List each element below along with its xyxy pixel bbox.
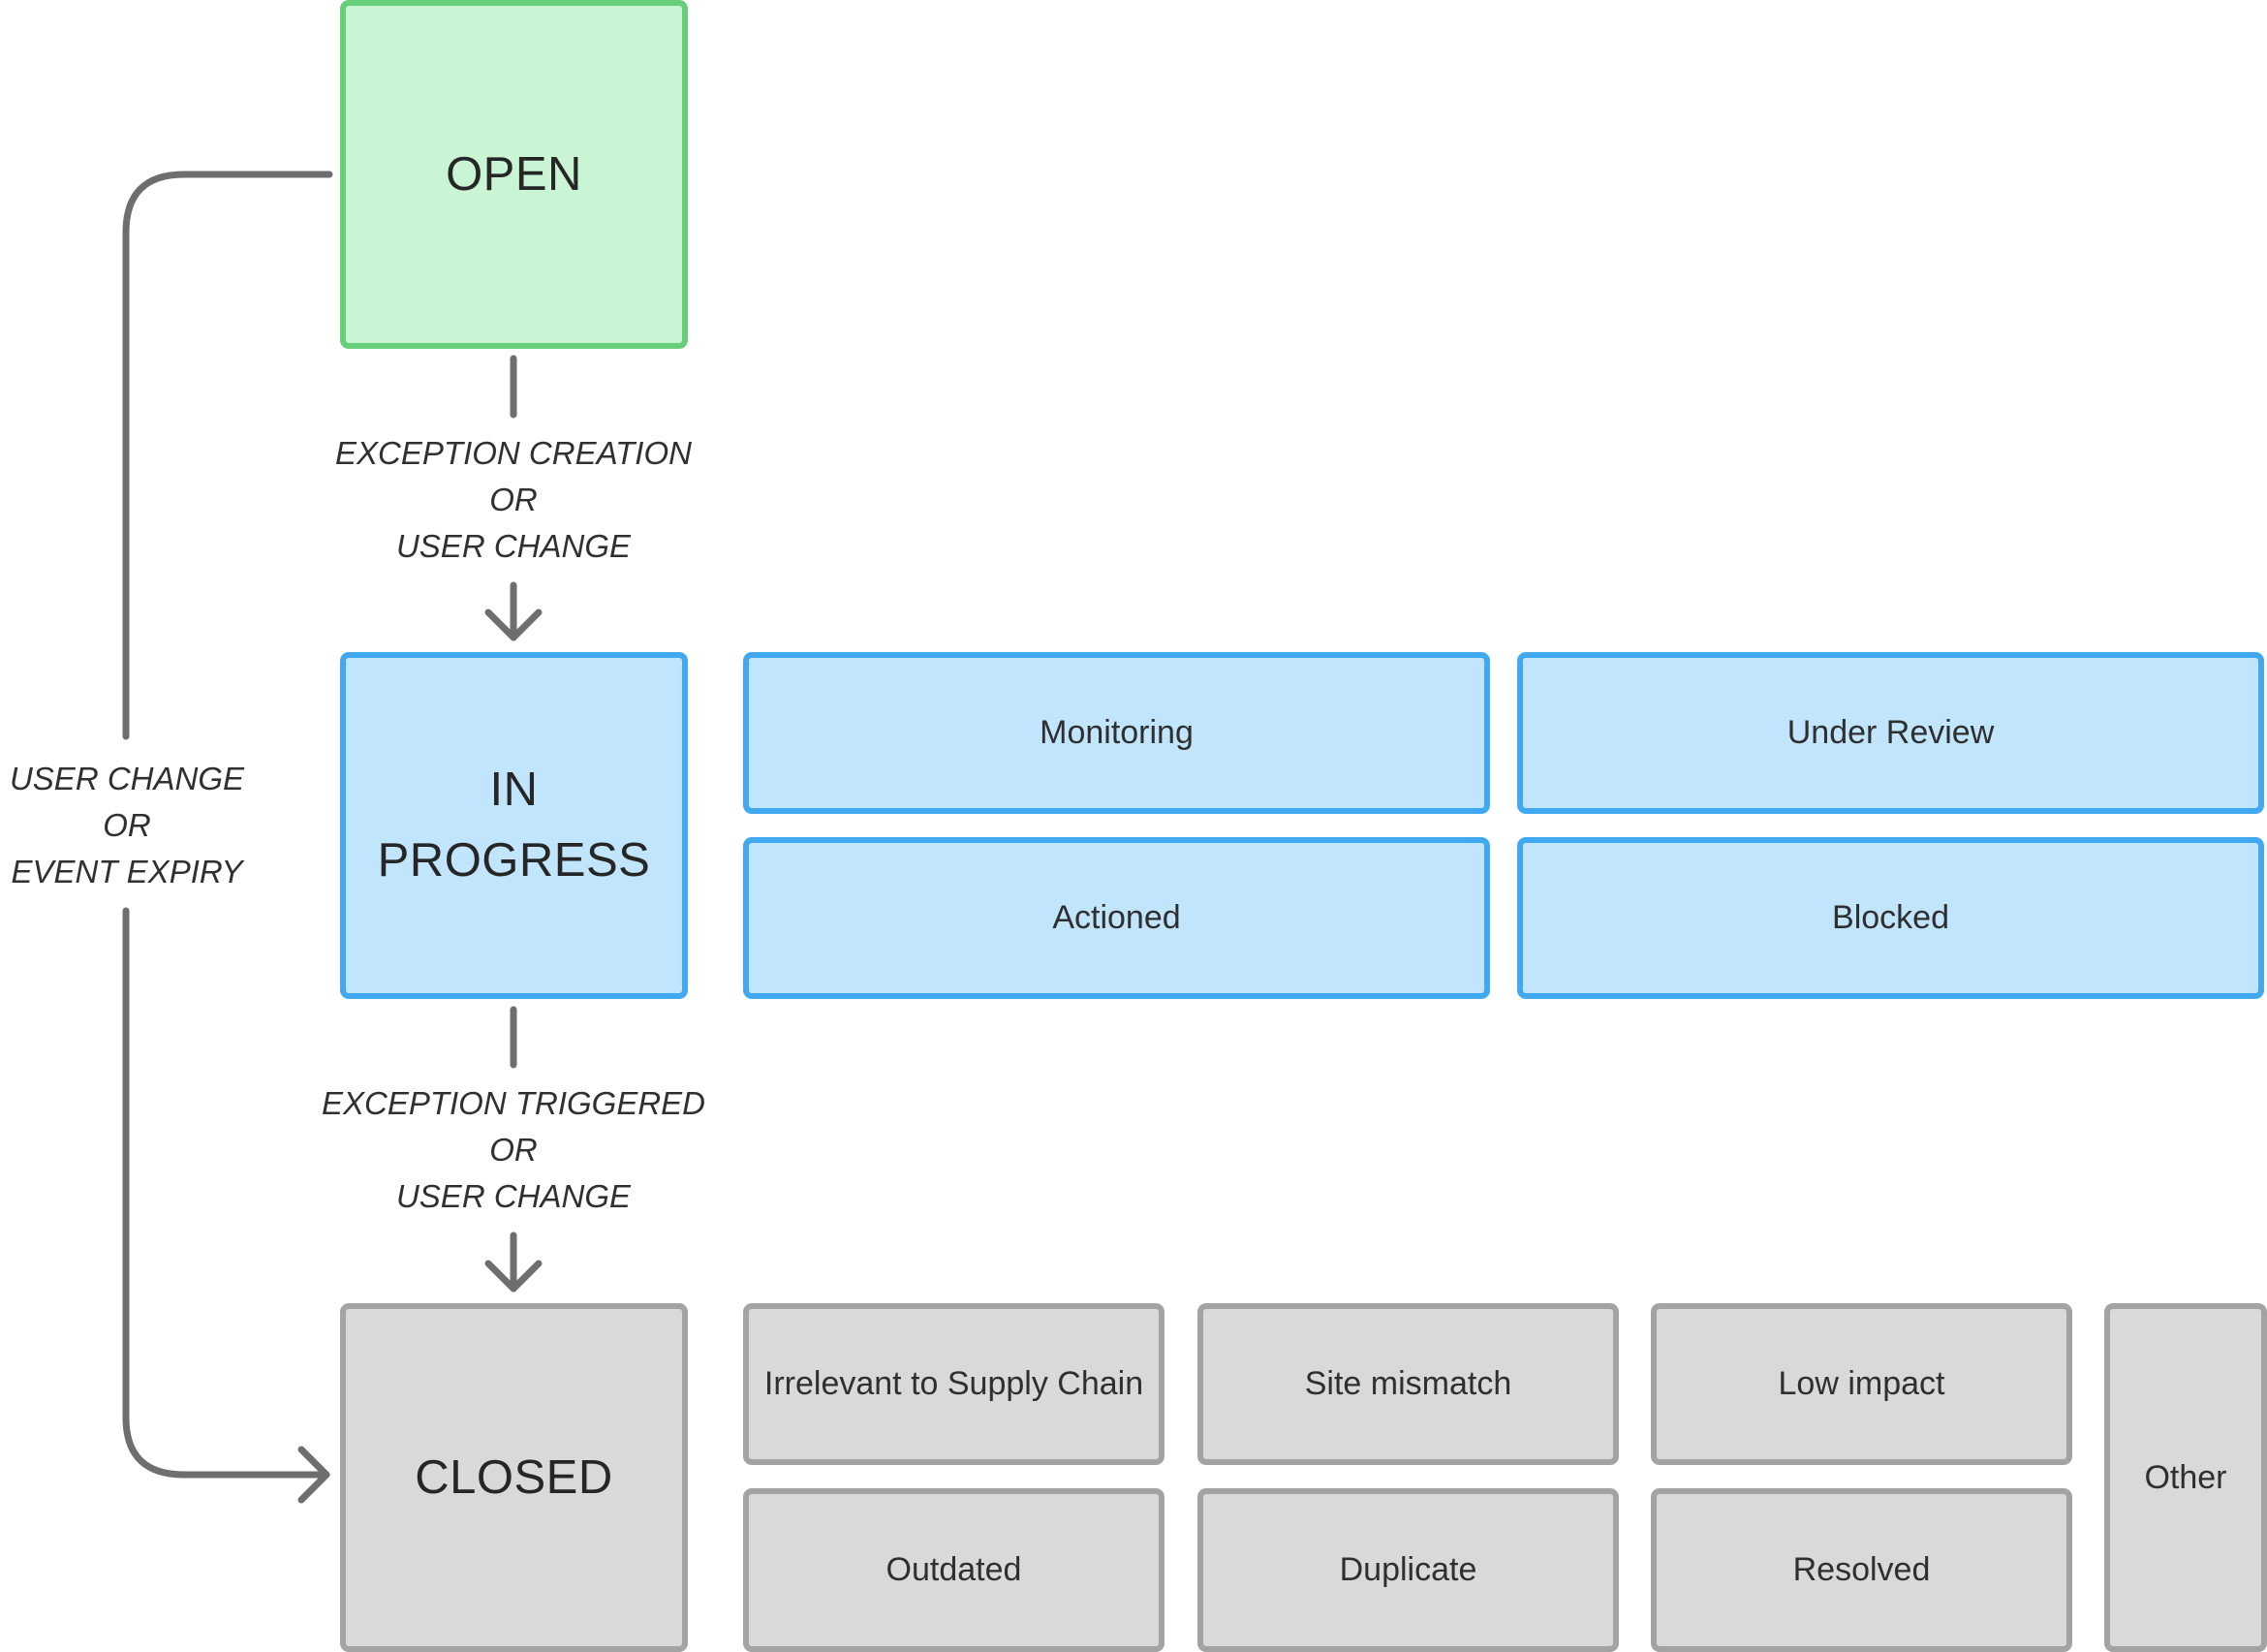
state-closed-label: CLOSED: [415, 1450, 613, 1504]
open-to-in-progress-arrowhead: [484, 608, 543, 641]
state-in-progress-label-line2: PROGRESS: [377, 834, 651, 887]
substate-other: Other: [2104, 1303, 2267, 1652]
transition-open-to-closed-label: USER CHANGE OR EVENT EXPIRY: [9, 761, 245, 889]
substate-under-review: Under Review: [1517, 652, 2264, 814]
substate-blocked: Blocked: [1517, 837, 2264, 999]
state-in-progress: IN PROGRESS: [340, 652, 688, 999]
substate-low-impact: Low impact: [1651, 1303, 2072, 1465]
open-to-closed-arrowhead: [297, 1446, 330, 1504]
substate-actioned: Actioned: [743, 837, 1490, 999]
transition-in-progress-to-closed-label: EXCEPTION TRIGGERED OR USER CHANGE: [321, 1085, 706, 1214]
state-open-label: OPEN: [446, 147, 582, 201]
substate-site-mismatch: Site mismatch: [1197, 1303, 1619, 1465]
transition-open-to-in-progress-label: EXCEPTION CREATION OR USER CHANGE: [335, 435, 692, 564]
substate-outdated: Outdated: [743, 1488, 1165, 1652]
state-open: OPEN: [340, 0, 688, 349]
substate-resolved: Resolved: [1651, 1488, 2072, 1652]
substate-duplicate: Duplicate: [1197, 1488, 1619, 1652]
state-in-progress-label-line1: IN: [489, 764, 539, 816]
state-closed: CLOSED: [340, 1303, 688, 1652]
in-progress-to-closed-arrowhead: [484, 1260, 543, 1293]
substate-irrelevant-to-supply-chain: Irrelevant to Supply Chain: [743, 1303, 1165, 1465]
open-to-closed-upper-path: [122, 171, 333, 740]
open-to-closed-lower-path: [122, 907, 330, 1479]
substate-monitoring: Monitoring: [743, 652, 1490, 814]
